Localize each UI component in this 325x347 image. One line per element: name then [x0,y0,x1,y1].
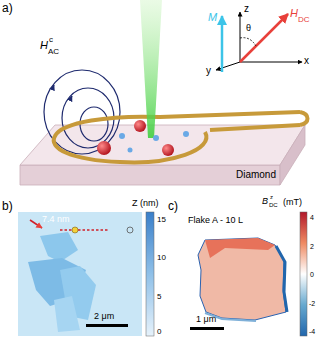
field-subscript: AC [48,48,59,56]
field-superscript: c [49,36,53,44]
tick-label: 5 [157,293,161,301]
axis-label: y [206,66,211,76]
panel-letter: c) [168,200,178,212]
tick-label: -2 [309,300,315,307]
panel-letter: b) [2,200,13,212]
angle-label: θ [246,24,251,33]
field-symbol: H [40,40,48,51]
field-symbol: H [290,8,298,19]
axis-label: x [304,56,309,66]
diamond-slab: Diamond [20,166,280,184]
tick-label: 0 [157,328,161,336]
axis-label: z [244,4,249,14]
material-label: Diamond [20,166,280,180]
tick-label: 2 [310,243,314,250]
colorbar-symbol: B [262,197,268,206]
scale-bar-label: 2 μm [94,312,114,321]
colorbar-title: Z (nm) [132,199,159,208]
colorbar-subscript: DC [269,202,278,208]
field-subscript: DC [298,16,310,24]
colorbar-superscript: z [270,194,273,200]
height-label: 7.4 nm [42,215,70,224]
panel-letter: a) [2,2,13,14]
colorbar-unit: (mT) [283,198,302,207]
tick-label: 0 [310,271,314,278]
moment-label: M [208,12,217,23]
tick-label: 15 [157,216,166,224]
scale-bar-label: 1 μm [196,315,216,324]
tick-label: 4 [310,214,314,221]
tick-label: 10 [157,254,166,262]
flake-label: Flake A - 10 L [188,216,243,225]
tick-label: -4 [309,328,315,335]
